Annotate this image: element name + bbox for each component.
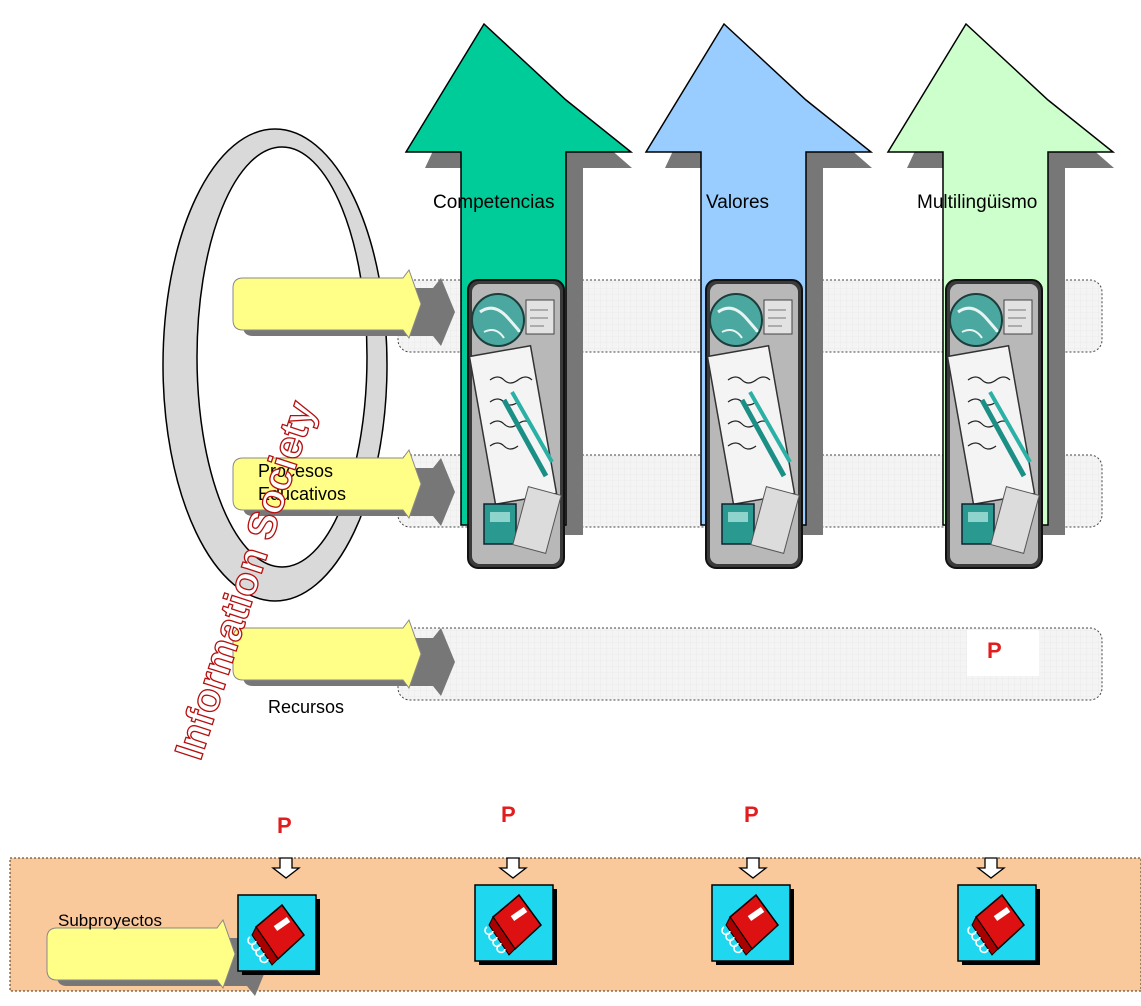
p-marker-1: P <box>277 813 292 838</box>
p-marker-3: P <box>744 802 759 827</box>
p-marker-recursos: P <box>987 638 1002 663</box>
row-label-procesos: Procesos Educativos <box>258 461 347 504</box>
subproyectos-label: Subproyectos <box>58 911 162 930</box>
document-collage-icon <box>946 280 1042 568</box>
notebook-icon <box>957 884 1041 966</box>
p-marker-2: P <box>501 802 516 827</box>
column-label-multilinguismo: Multilingüismo <box>917 192 1038 213</box>
document-collage-icon <box>706 280 802 568</box>
notebook-icon <box>237 894 321 976</box>
column-label-competencias: Competencias <box>433 192 555 213</box>
p-marker-box <box>967 630 1039 676</box>
notebook-icon <box>474 884 558 966</box>
document-collage-icon <box>468 280 564 568</box>
notebook-icon <box>711 884 795 966</box>
row-label-recursos: Recursos <box>268 697 345 717</box>
column-label-valores: Valores <box>706 192 770 213</box>
